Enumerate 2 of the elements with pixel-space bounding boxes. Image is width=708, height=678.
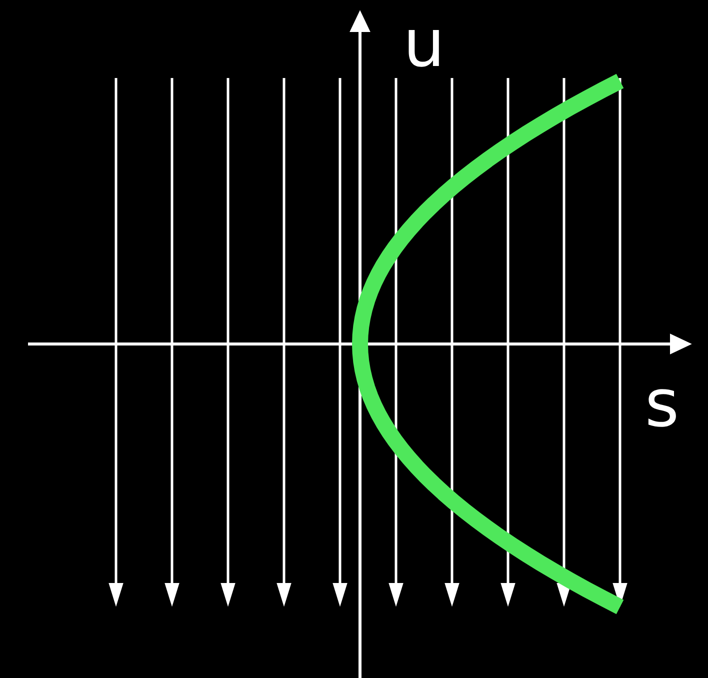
axis-label: u	[408, 29, 439, 67]
axis-label: s	[648, 389, 676, 427]
